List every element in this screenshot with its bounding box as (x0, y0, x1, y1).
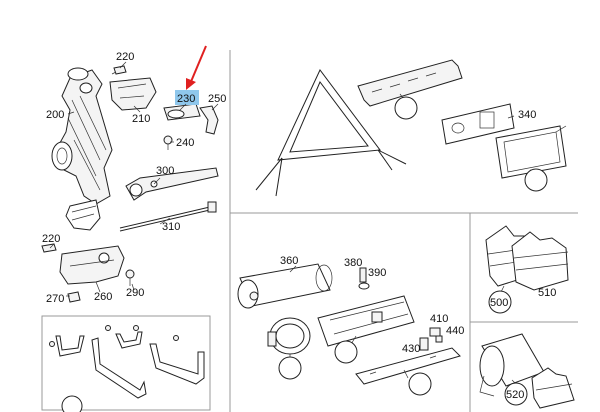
callout-520: 520 (506, 389, 524, 401)
rail-420[interactable] (355, 347, 461, 385)
plate-340[interactable] (441, 103, 515, 145)
callout-270: 270 (46, 293, 64, 305)
callout-210: 210 (132, 113, 150, 125)
section-frames (41, 50, 578, 412)
circle-500 (488, 290, 512, 314)
callout-220-top: 220 (116, 51, 134, 63)
callout-510: 510 (538, 287, 556, 299)
bracket-260[interactable] (59, 245, 125, 285)
screw-270[interactable] (67, 291, 81, 303)
bolt-430[interactable] (419, 337, 429, 351)
clamp-400[interactable] (267, 317, 311, 355)
vest-520-small[interactable] (531, 367, 575, 409)
circle-330 (394, 96, 418, 120)
callout-200: 200 (46, 109, 64, 121)
holder-230[interactable] (163, 103, 201, 121)
callout-380: 380 (344, 257, 362, 269)
callout-430: 430 (402, 343, 420, 355)
jack-illustration[interactable] (51, 67, 113, 231)
bracket-210[interactable] (109, 77, 157, 111)
callout-250: 250 (208, 93, 226, 105)
callout-360: 360 (280, 255, 298, 267)
case-350[interactable] (495, 125, 567, 179)
callout-230: 230 (177, 93, 195, 105)
bracket-370[interactable] (317, 295, 415, 347)
canister-360[interactable] (237, 263, 333, 309)
screw-220-top[interactable] (111, 65, 127, 75)
screw-220-bottom[interactable] (41, 243, 57, 253)
callout-310: 310 (162, 221, 180, 233)
vest-510[interactable] (511, 231, 569, 291)
highlight-box-230 (175, 90, 199, 105)
circle-320 (61, 395, 83, 412)
nut-410[interactable] (429, 327, 441, 337)
pouch-520[interactable] (479, 333, 545, 397)
circle-400 (278, 356, 302, 380)
nut-440[interactable] (435, 335, 443, 343)
callout-410: 410 (430, 313, 448, 325)
callout-500: 500 (490, 297, 508, 309)
callout-300: 300 (156, 165, 174, 177)
strap-set-320[interactable] (49, 325, 205, 399)
warning-triangle-330[interactable] (255, 59, 463, 197)
circle-420 (408, 372, 432, 396)
callout-240: 240 (176, 137, 194, 149)
circle-370 (334, 340, 358, 364)
circle-520 (504, 382, 528, 406)
callout-340: 340 (518, 109, 536, 121)
callout-290: 290 (126, 287, 144, 299)
washer-390[interactable] (358, 282, 370, 290)
arrow-pointer (186, 45, 207, 90)
callout-220-bottom: 220 (42, 233, 60, 245)
screw-240[interactable] (163, 135, 173, 150)
screw-380[interactable] (359, 267, 367, 283)
circled-callouts: 500 520 (61, 96, 548, 412)
callout-260: 260 (94, 291, 112, 303)
strap-250[interactable] (199, 105, 219, 135)
circle-350 (524, 168, 548, 192)
callout-390: 390 (368, 267, 386, 279)
callout-440: 440 (446, 325, 464, 337)
screw-290[interactable] (125, 269, 135, 286)
